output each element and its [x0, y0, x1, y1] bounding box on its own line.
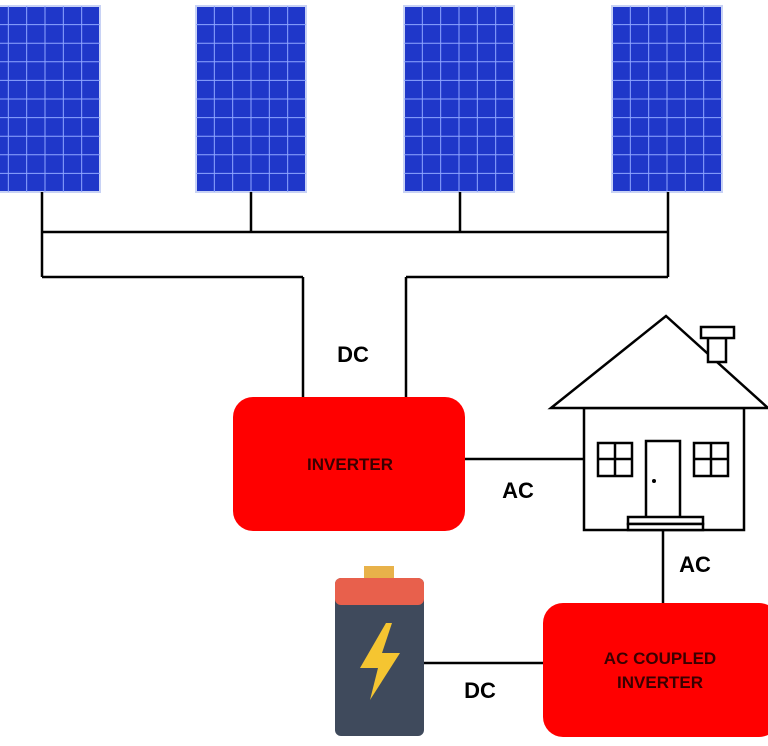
dc-label-battery: DC	[464, 678, 496, 703]
solar-panel-icon	[611, 5, 723, 193]
ac-coupled-inverter-shape	[543, 603, 768, 737]
ac-label-inverter-house: AC	[502, 478, 534, 503]
solar-panel-icon	[0, 5, 101, 193]
house-steps-icon	[626, 515, 705, 532]
house-icon	[547, 314, 768, 532]
house-door-icon	[644, 439, 682, 520]
house-window-left-icon	[596, 441, 634, 478]
battery-terminal	[364, 566, 394, 580]
inverter-label: INVERTER	[307, 455, 393, 474]
solar-panel-icon	[195, 5, 307, 193]
inverter-box: INVERTER	[233, 397, 465, 531]
battery-icon	[335, 566, 424, 736]
dc-label-top: DC	[337, 342, 369, 367]
solar-panel-icon	[403, 5, 515, 193]
lightning-bolt-icon	[360, 623, 400, 700]
ac-coupled-inverter-box: AC COUPLED INVERTER	[543, 603, 768, 737]
ac-coupled-inverter-label-line1: AC COUPLED	[604, 649, 716, 668]
ac-coupled-inverter-label-line2: INVERTER	[617, 673, 703, 692]
solar-panel-array	[0, 5, 723, 193]
panel-wiring	[40, 192, 670, 398]
ac-label-house-coupled: AC	[679, 552, 711, 577]
battery-cap	[335, 578, 424, 605]
inverter-shape	[233, 397, 465, 531]
house-window-right-icon	[692, 441, 730, 478]
